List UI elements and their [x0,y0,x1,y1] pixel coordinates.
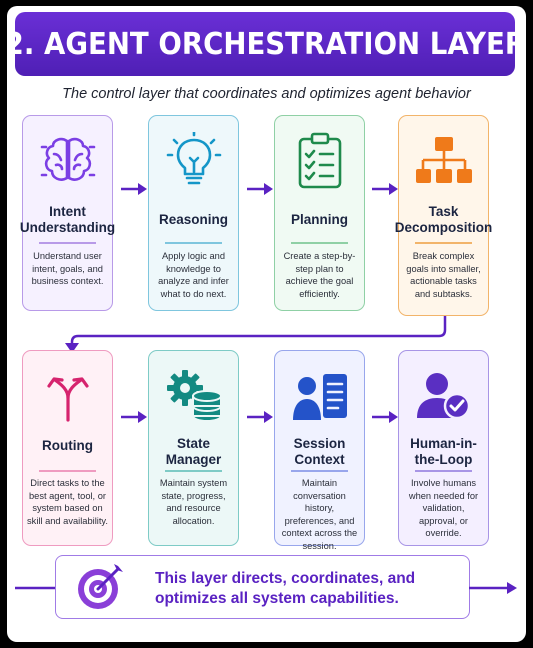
flow-arrow [247,183,273,195]
checklist-icon [275,126,364,196]
target-icon [74,562,126,617]
user-check-icon [399,361,488,431]
card-description: Understand user intent, goals, and busin… [31,251,104,287]
card-description: Maintain system state, progress, and res… [159,478,228,526]
card-state-manager: State Manager Maintain system state, pro… [148,350,239,546]
card-description: Create a step-by-step plan to achieve th… [283,251,356,299]
user-document-icon [275,361,364,431]
footer-arrow-right [469,582,517,594]
card-intent-understanding: Intent Understanding Understand user int… [19,115,116,311]
lightbulb-icon [149,126,238,196]
card-title: Planning [291,212,348,227]
card-title: Session Context [293,436,346,467]
footer-callout: This layer directs, coordinates, and opt… [55,555,470,619]
divider [165,470,222,472]
infographic-frame: 2. AGENT ORCHESTRATION LAYER The control… [7,6,526,642]
flow-arrow [121,411,147,423]
card-reasoning: Reasoning Apply logic and knowledge to a… [148,115,239,311]
card-human-in-the-loop: Human-in-the-Loop Involve humans when ne… [398,350,489,546]
gear-database-icon [149,361,238,431]
divider [291,470,348,472]
page-title: 2. AGENT ORCHESTRATION LAYER [7,26,526,62]
row-connector-arrow [65,316,447,353]
card-description: Direct tasks to the best agent, tool, or… [27,478,108,526]
card-routing: Routing Direct tasks to the best agent, … [22,350,113,546]
card-title: Human-in-the-Loop [410,436,477,467]
card-description: Apply logic and knowledge to analyze and… [158,251,229,299]
card-title: Intent Understanding [19,204,116,235]
divider [415,242,472,244]
card-description: Maintain conversation history, preferenc… [281,478,358,551]
title-banner: 2. AGENT ORCHESTRATION LAYER [7,12,526,76]
divider [39,470,96,472]
flow-arrow [372,183,398,195]
card-title: Task Decomposition [394,204,493,235]
hierarchy-icon [399,126,488,196]
footer-text: This layer directs, coordinates, and opt… [155,570,416,607]
flow-arrow [121,183,147,195]
card-task-decomposition: Task Decomposition Break complex goals i… [394,115,493,316]
card-description: Involve humans when needed for validatio… [408,478,479,539]
footer-line-left [15,586,55,590]
divider [415,470,472,472]
flow-arrow [247,411,273,423]
brain-icon [23,126,112,196]
split-arrow-icon [23,361,112,431]
divider [39,242,96,244]
subtitle: The control layer that coordinates and o… [62,86,471,102]
card-title: Routing [42,438,93,453]
divider [291,242,348,244]
card-title: State Manager [165,436,222,467]
card-session-context: Session Context Maintain conversation hi… [274,350,365,551]
card-title: Reasoning [158,212,228,227]
card-planning: Planning Create a step-by-step plan to a… [274,115,365,311]
divider [165,242,222,244]
flow-arrow [372,411,398,423]
card-description: Break complex goals into smaller, action… [406,251,481,299]
